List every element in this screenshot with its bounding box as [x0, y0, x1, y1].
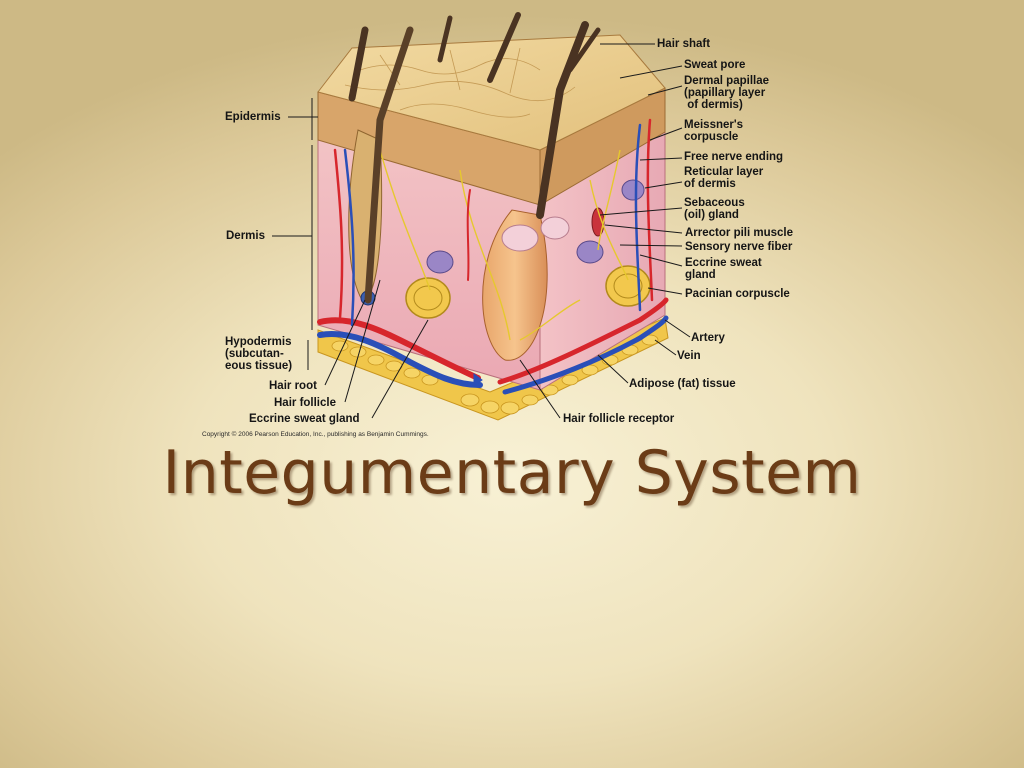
adipose-tissue — [317, 317, 669, 421]
label-sensory-nerve-fiber: Sensory nerve fiber — [685, 241, 793, 253]
label-epidermis: Epidermis — [225, 111, 281, 123]
label-hair-root: Hair root — [269, 380, 317, 392]
label-reticular-layer: Reticular layer of dermis — [684, 166, 764, 190]
label-free-nerve-ending: Free nerve ending — [684, 151, 784, 163]
blood-vessels — [317, 118, 669, 395]
copyright-note: Copyright © 2006 Pearson Education, Inc.… — [202, 431, 429, 438]
label-arrector-pili: Arrector pili muscle — [685, 227, 794, 239]
label-eccrine-sweat-gland-right: Eccrine sweat gland — [685, 257, 762, 281]
epidermis-layer — [317, 34, 666, 206]
label-meissners-corpuscle: Meissner's corpuscle — [684, 119, 743, 143]
label-hair-follicle: Hair follicle — [274, 397, 336, 409]
label-dermis: Dermis — [226, 230, 265, 242]
label-hair-follicle-receptor: Hair follicle receptor — [563, 413, 675, 425]
skin-diagram: Epidermis Dermis Hypodermis (subcutan- e… — [202, 12, 794, 438]
skin-illustration — [272, 12, 691, 421]
hair-shafts — [348, 12, 601, 304]
label-eccrine-sweat-gland-bottom: Eccrine sweat gland — [249, 413, 360, 425]
label-artery: Artery — [691, 332, 725, 344]
label-sweat-pore: Sweat pore — [684, 59, 746, 71]
label-dermal-papillae: Dermal papillae (papillary layer of derm… — [684, 75, 770, 111]
label-hypodermis: Hypodermis (subcutan- eous tissue) — [225, 336, 293, 372]
label-vein: Vein — [677, 350, 701, 362]
slide-title: Integumentary System — [162, 438, 862, 508]
label-hair-shaft: Hair shaft — [657, 38, 711, 50]
label-pacinian-corpuscle: Pacinian corpuscle — [685, 288, 790, 300]
leader-lines — [272, 43, 691, 419]
label-sebaceous-gland: Sebaceous (oil) gland — [684, 197, 745, 221]
label-adipose-tissue: Adipose (fat) tissue — [629, 378, 736, 390]
gland-structures — [405, 179, 651, 319]
nerve-fibers — [379, 149, 629, 341]
